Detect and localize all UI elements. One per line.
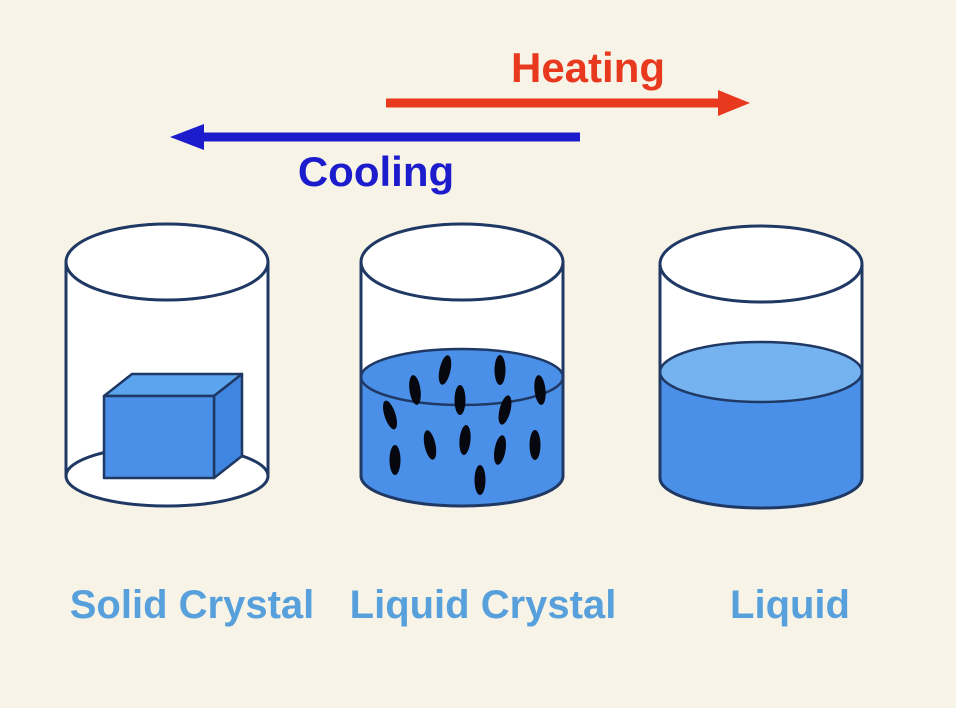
heating-arrow-icon [386,90,750,116]
heating-label: Heating [510,44,665,91]
caption-liquid-crystal: Liquid Crystal [349,583,617,627]
beaker-liquid-crystal [357,222,567,522]
solid-crystal-cube-icon [102,372,244,480]
beaker-liquid [656,224,866,524]
beaker-solid-crystal [62,222,272,522]
cooling-arrow-icon [170,124,580,150]
beaker-liquid-graphic [658,224,864,510]
transition-arrows [170,90,750,150]
liquid-crystal-molecules-icon [383,355,546,495]
caption-liquid: Liquid [730,583,850,627]
cooling-label: Cooling [297,148,455,195]
beaker-solid-crystal-graphic [64,222,270,508]
caption-solid-crystal: Solid Crystal [69,583,315,627]
beaker-liquid-crystal-graphic [359,222,565,508]
